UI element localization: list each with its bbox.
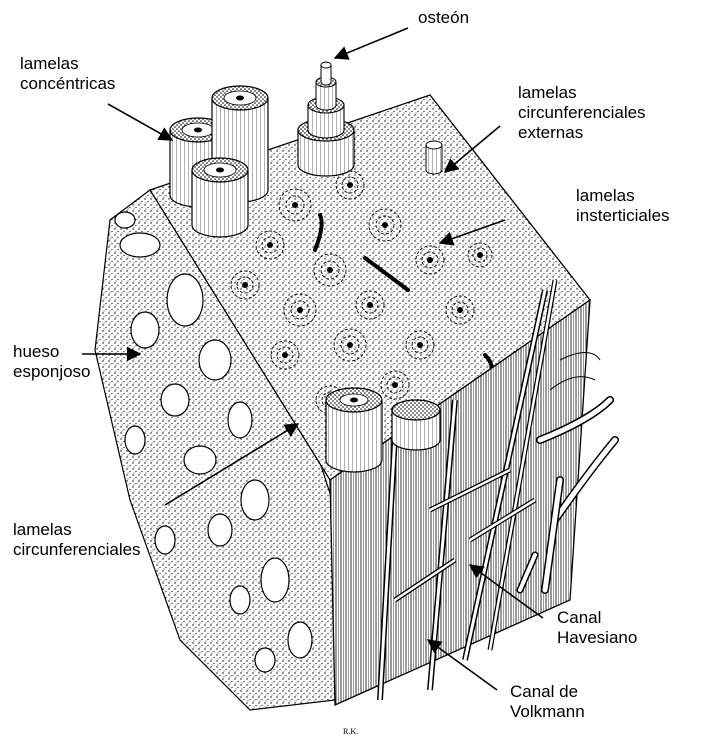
label-circumferential-line-2: circunferenciales (13, 540, 141, 560)
label-concentric-lamellae: lamelas concéntricas (20, 54, 115, 94)
label-external-circumferential-line-3: externas (518, 123, 646, 143)
label-spongy-bone: hueso esponjoso (13, 342, 91, 382)
label-volkmann-canal: Canal de Volkmann (510, 682, 585, 722)
label-interstitial-lamellae: lamelas insterticiales (576, 186, 670, 226)
label-external-circumferential-lamellae: lamelas circunferenciales externas (518, 83, 646, 143)
label-haversian-canal: Canal Havesiano (557, 608, 637, 648)
label-spongy-bone-line-2: esponjoso (13, 362, 91, 382)
label-osteon: osteón (418, 8, 469, 28)
arrow-osteon (335, 28, 408, 58)
label-osteon-line-1: osteón (418, 8, 469, 28)
label-external-circumferential-line-2: circunferenciales (518, 103, 646, 123)
label-concentric-lamellae-line-2: concéntricas (20, 74, 115, 94)
label-volkmann-line-1: Canal de (510, 682, 585, 702)
label-interstitial-line-1: lamelas (576, 186, 670, 206)
label-haversian-line-1: Canal (557, 608, 637, 628)
arrow-concentric-lamellae (108, 104, 172, 140)
label-concentric-lamellae-line-1: lamelas (20, 54, 115, 74)
label-volkmann-line-2: Volkmann (510, 702, 585, 722)
label-haversian-line-2: Havesiano (557, 628, 637, 648)
label-interstitial-line-2: insterticiales (576, 206, 670, 226)
artist-signature: R.K. (343, 727, 358, 736)
label-spongy-bone-line-1: hueso (13, 342, 91, 362)
label-external-circumferential-line-1: lamelas (518, 83, 646, 103)
label-circumferential-lamellae: lamelas circunferenciales (13, 520, 141, 560)
label-circumferential-line-1: lamelas (13, 520, 141, 540)
